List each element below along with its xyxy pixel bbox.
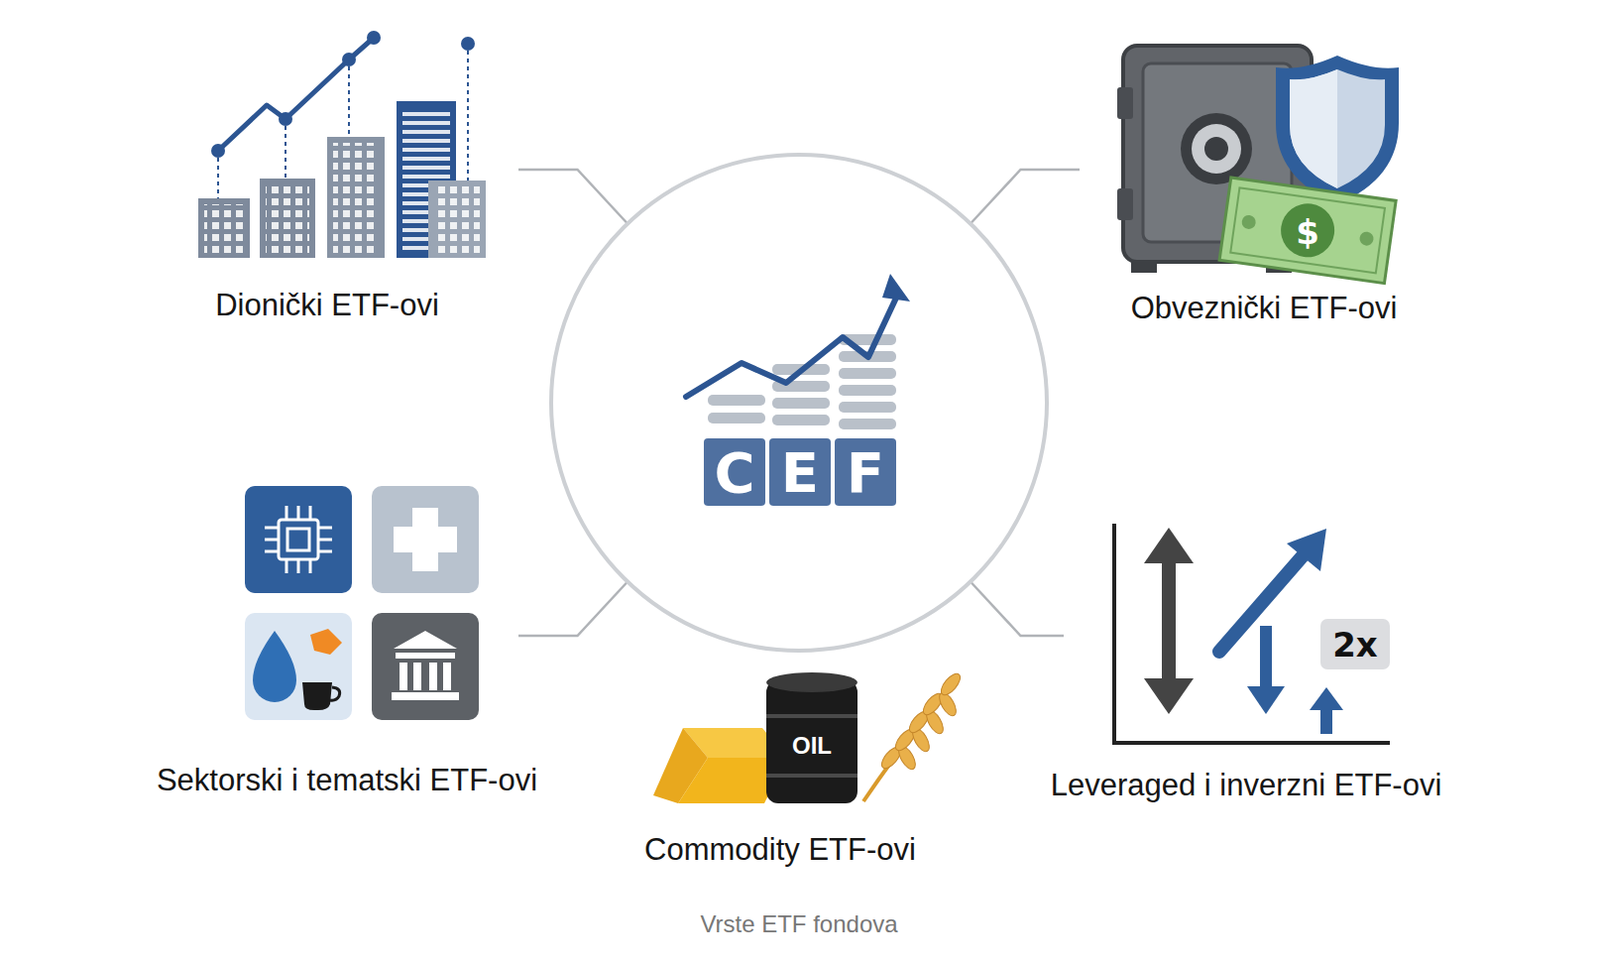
illustration-frame [198, 29, 498, 268]
currency-sign: $ [1295, 212, 1320, 252]
category-label: Obveznički ETF-ovi [1090, 290, 1438, 327]
category-label: Dionički ETF-ovi [158, 287, 496, 324]
category-node: 2xLeveraged i inverzni ETF-ovi [1018, 523, 1475, 803]
illustration-frame [244, 485, 497, 729]
logo-letter: F [834, 438, 897, 506]
category-node: Dionički ETF-ovi [158, 29, 496, 324]
caption: Vrste ETF fondova [699, 910, 898, 938]
logo-letter: E [769, 438, 831, 506]
multiplier-badge: 2x [1332, 624, 1378, 665]
illustration-frame: $ [1117, 37, 1429, 286]
category-node: $ Obveznički ETF-ovi [1090, 37, 1438, 327]
category-label: Commodity ETF-ovi [601, 831, 959, 868]
logo-letters: CEF [703, 438, 897, 506]
illustration-frame: OIL [653, 666, 971, 805]
leader-connector [518, 169, 629, 225]
category-label: Sektorski i tematski ETF-ovi [118, 762, 575, 799]
logo-letter: C [703, 438, 766, 506]
hub-circle: CEF [549, 152, 1049, 653]
leader-connector [970, 169, 1081, 225]
leader-connector [970, 580, 1065, 636]
barrel-label: OIL [792, 731, 832, 760]
leader-connector [518, 580, 629, 636]
category-node: Sektorski i tematski ETF-ovi [118, 485, 575, 799]
equity-illustration [198, 29, 498, 268]
bond-illustration [1117, 37, 1429, 286]
sector-illustration [244, 485, 497, 729]
cef-logo [549, 152, 1049, 653]
illustration-frame: 2x [1112, 523, 1395, 752]
category-label: Leveraged i inverzni ETF-ovi [1018, 767, 1475, 803]
category-node: OIL Commodity ETF-ovi [601, 666, 959, 868]
